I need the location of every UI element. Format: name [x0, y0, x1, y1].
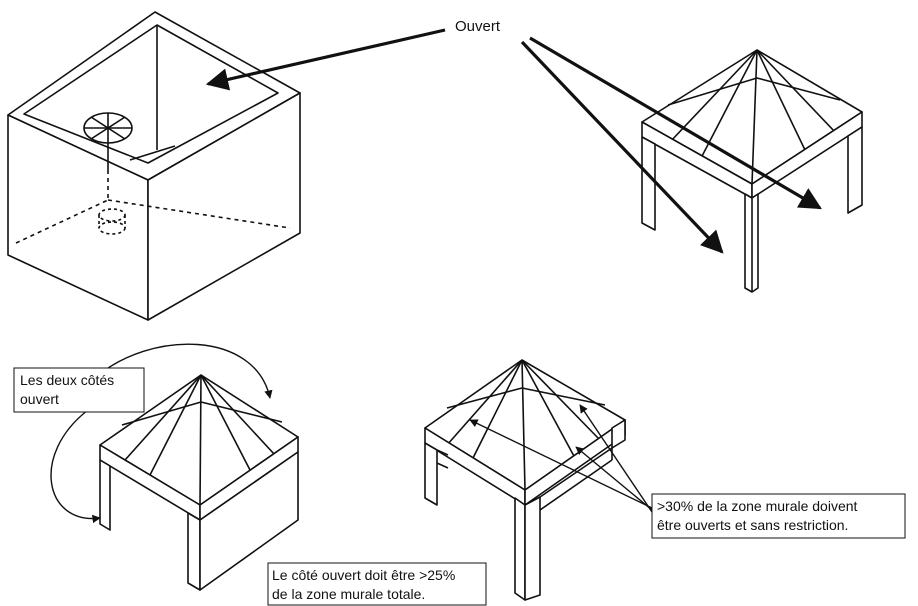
label-open-side-box: Le côté ouvert doit être >25% de la zone…	[267, 562, 487, 606]
box-hidden-edge-left	[15, 199, 109, 244]
arrow-wall-area-3	[579, 404, 653, 513]
arrow-both-sides-top	[94, 343, 273, 399]
left-wall-bottom-left	[99, 459, 111, 531]
pavilion-wall-area-figure	[424, 359, 626, 601]
left-wall-top-right	[641, 136, 656, 231]
svg-text:de la zone murale totale.: de la zone murale totale.	[272, 586, 425, 602]
svg-text:Les deux côtés: Les deux côtés	[20, 372, 114, 388]
box-hidden-edge-right	[107, 199, 291, 229]
box-inner-floor-line	[129, 145, 176, 161]
label-both-sides-box: Les deux côtés ouvert	[13, 367, 145, 413]
box-top-opening	[23, 24, 279, 164]
arrow-open-to-post	[520, 40, 724, 254]
label-wall-area-box: >30% de la zone murale doivent être ouve…	[651, 493, 906, 539]
arrow-open-to-wall	[529, 36, 822, 210]
box-right-face	[147, 92, 301, 321]
front-wall-bottom-middle	[514, 497, 526, 601]
arrow-wall-area-1	[469, 419, 653, 509]
arrow-both-sides-bottom	[50, 409, 101, 524]
svg-text:être ouverts et sans restricti: être ouverts et sans restriction.	[657, 517, 848, 533]
pavilion-one-wall-figure	[641, 49, 863, 293]
enclosed-box-figure	[7, 11, 301, 321]
arrow-wall-area-2	[575, 446, 653, 511]
svg-text:Le côté ouvert doit être >25%: Le côté ouvert doit être >25%	[272, 567, 455, 583]
arrow-open-to-box	[205, 28, 446, 91]
label-open: Ouvert	[455, 18, 501, 35]
front-wall-bottom-left	[187, 512, 201, 591]
svg-text:>30% de la zone murale doivent: >30% de la zone murale doivent	[657, 498, 858, 514]
arrows	[50, 28, 822, 524]
pavilion-both-sides-open-figure	[99, 374, 299, 591]
right-wall-top-right	[847, 126, 863, 214]
svg-text:ouvert: ouvert	[20, 391, 59, 407]
